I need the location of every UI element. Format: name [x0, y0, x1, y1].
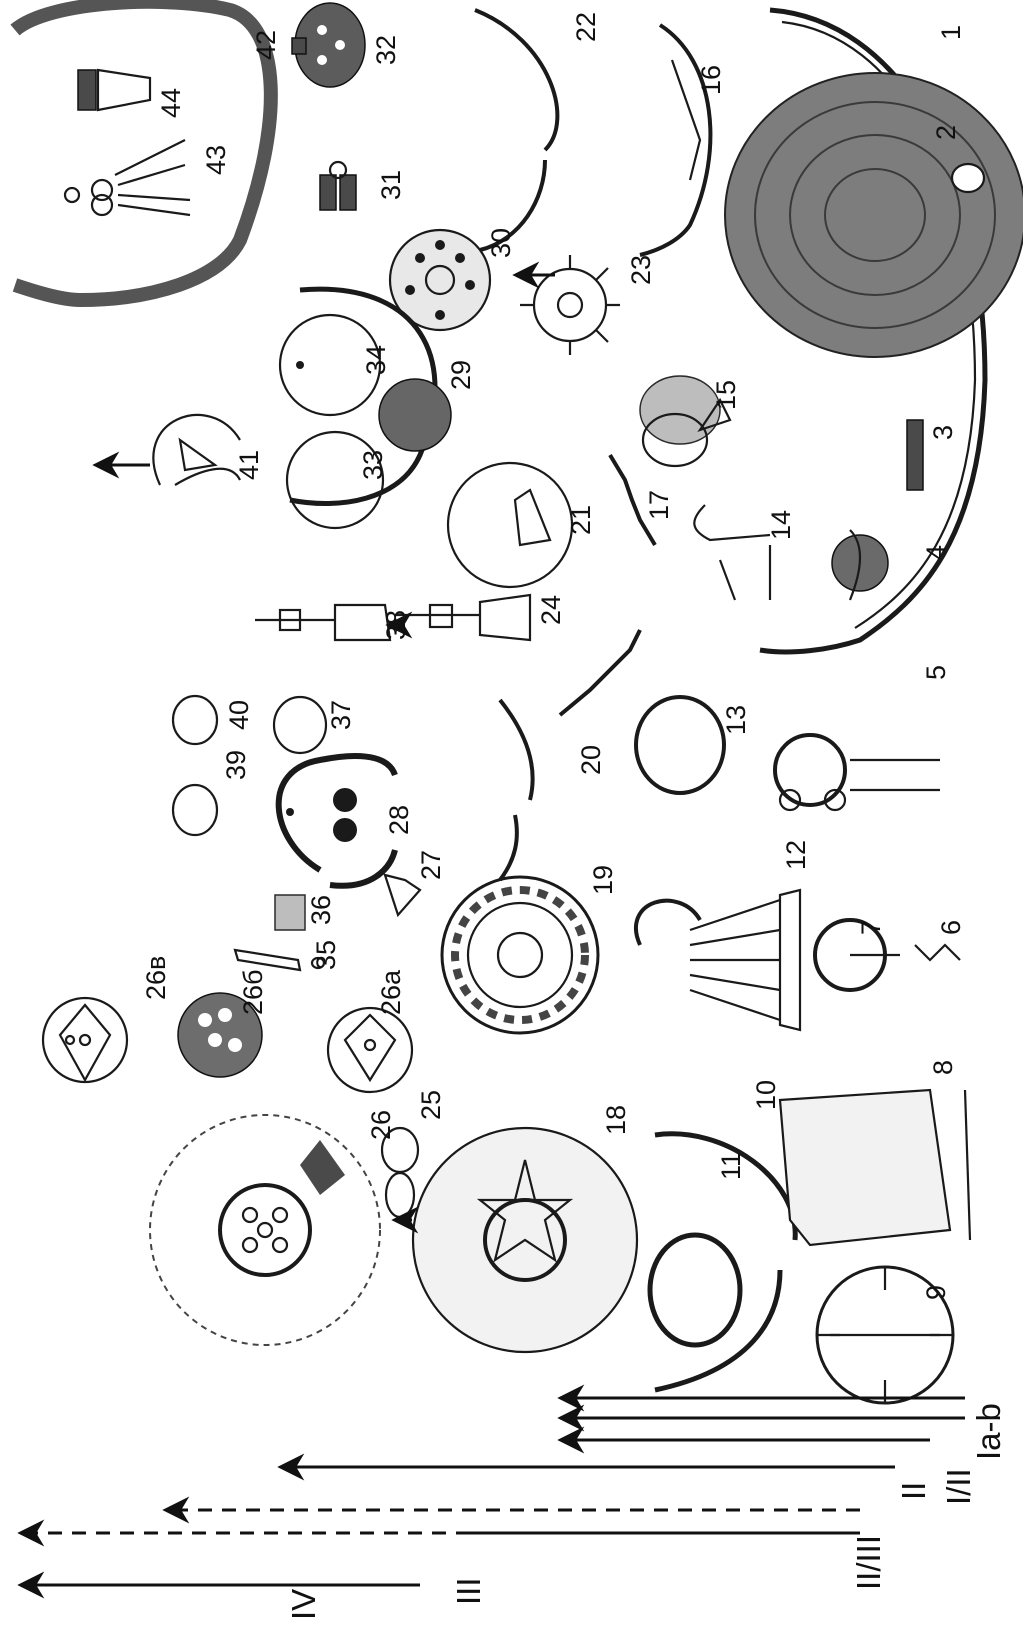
- artifact-26a: [328, 1008, 412, 1092]
- label-10: 10: [751, 1080, 781, 1110]
- artifact-39: [173, 785, 217, 835]
- label-16: 16: [696, 65, 726, 95]
- label-26: 26: [366, 1110, 396, 1140]
- artifact-36: [275, 895, 305, 930]
- artifact-42: [15, 2, 271, 300]
- chronology-arrows: [20, 1398, 965, 1585]
- artifact-8: [780, 1090, 970, 1245]
- label-35: 35: [311, 940, 341, 970]
- artifact-40: [173, 696, 217, 744]
- phase-label-i-ii: I/II: [940, 1468, 977, 1505]
- label-24: 24: [536, 595, 566, 625]
- label-26b: 26б: [238, 970, 268, 1016]
- artifact-29: [379, 379, 451, 451]
- label-12: 12: [781, 840, 811, 870]
- label-41: 41: [234, 450, 264, 480]
- label-30: 30: [486, 228, 516, 258]
- artifact-11: [650, 1235, 740, 1345]
- label-38: 38: [381, 610, 411, 640]
- phase-label-ii: II: [895, 1482, 932, 1500]
- label-23: 23: [626, 255, 656, 285]
- label-11: 11: [716, 1152, 746, 1180]
- label-2: 2: [931, 125, 961, 140]
- label-20: 20: [576, 745, 606, 775]
- artifact-19: [442, 877, 598, 1033]
- artifact-2-disc: [725, 73, 1023, 357]
- artifact-32: [292, 3, 365, 87]
- label-33: 33: [358, 450, 388, 480]
- label-40: 40: [224, 700, 254, 730]
- label-26v: 26в: [141, 956, 171, 1000]
- label-14: 14: [766, 510, 796, 540]
- label-34: 34: [361, 345, 391, 375]
- artifact-13: [636, 697, 724, 793]
- artifact-24: [395, 595, 530, 640]
- label-27: 27: [416, 850, 446, 880]
- artifact-22: [475, 10, 557, 250]
- label-4: 4: [921, 545, 951, 560]
- phase-label-iii: III: [450, 1577, 487, 1605]
- artifact-20: [500, 700, 533, 880]
- artifact-14: [694, 505, 770, 600]
- artifact-28: [279, 756, 395, 886]
- artifact-3: [907, 420, 923, 490]
- artifact-26: [150, 1115, 380, 1345]
- label-21: 21: [566, 505, 596, 535]
- label-37: 37: [326, 700, 356, 730]
- artifact-44: [78, 70, 150, 110]
- label-26a: 26а: [376, 969, 406, 1015]
- artifact-31: [320, 162, 356, 210]
- label-31: 31: [376, 170, 406, 200]
- artifact-12: [636, 890, 800, 1030]
- artifact-drawings: [15, 2, 1023, 1403]
- phase-label-iv: IV: [285, 1589, 322, 1620]
- label-9: 9: [921, 1285, 951, 1300]
- label-29: 29: [446, 360, 476, 390]
- artifact-25: [382, 1128, 418, 1217]
- artifact-43: [65, 140, 190, 215]
- artifact-23: [520, 255, 620, 355]
- label-7: 7: [856, 920, 886, 935]
- artifact-5: [775, 735, 940, 810]
- artifact-21: [448, 463, 572, 587]
- label-13: 13: [721, 705, 751, 735]
- label-15: 15: [711, 380, 741, 410]
- label-19: 19: [588, 865, 618, 895]
- artifact-6: [915, 945, 960, 960]
- label-5: 5: [921, 665, 951, 680]
- label-1: 1: [936, 25, 966, 40]
- artifact-27: [385, 875, 420, 915]
- artifact-41: [153, 415, 240, 485]
- artifact-38: [255, 605, 390, 640]
- label-28: 28: [384, 805, 414, 835]
- label-17: 17: [644, 490, 674, 520]
- label-8: 8: [928, 1060, 958, 1075]
- label-32: 32: [371, 35, 401, 65]
- label-22: 22: [571, 12, 601, 42]
- label-3: 3: [928, 425, 958, 440]
- phase-label-ii-iii: II/III: [850, 1535, 887, 1590]
- label-44: 44: [156, 88, 186, 118]
- label-18: 18: [601, 1105, 631, 1135]
- artifact-18: [413, 1128, 637, 1352]
- phase-label-ia-b: Ia-b: [970, 1403, 1007, 1460]
- label-43: 43: [201, 145, 231, 175]
- artifact-26v: [43, 998, 127, 1082]
- phase-labels: Ia-b I/II II II/III III IV: [285, 1403, 1007, 1620]
- label-6: 6: [936, 920, 966, 935]
- label-39: 39: [221, 750, 251, 780]
- label-25: 25: [416, 1090, 446, 1120]
- label-42: 42: [251, 30, 281, 60]
- artifact-37: [274, 697, 326, 753]
- label-36: 36: [306, 895, 336, 925]
